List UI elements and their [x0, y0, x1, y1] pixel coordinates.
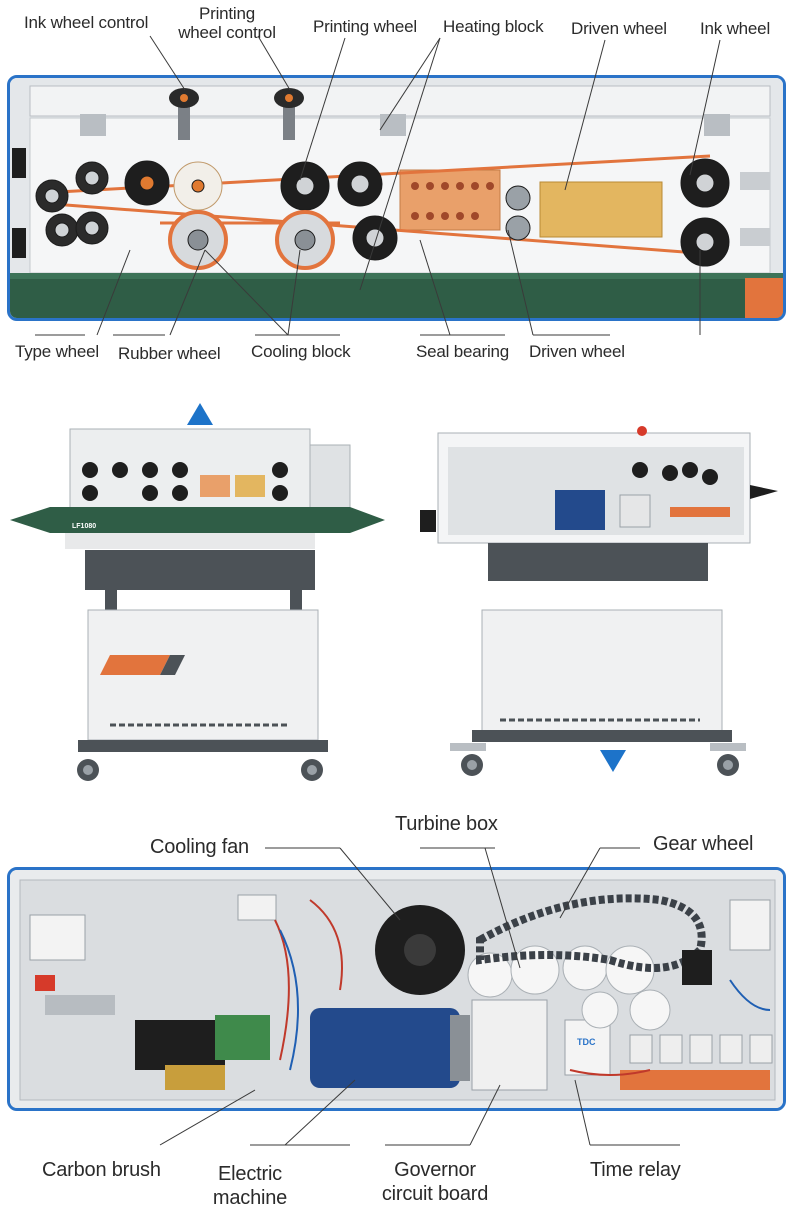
label-cooling-block: Cooling block [251, 342, 351, 361]
label-ink-wheel-control: Ink wheel control [24, 13, 149, 32]
label-rubber-wheel: Rubber wheel [118, 344, 221, 363]
relay-label: TDC [577, 1037, 596, 1047]
label-cooling-fan: Cooling fan [150, 836, 249, 858]
triangle-up-icon [187, 403, 213, 425]
label-electric-machine-line1: Electric [218, 1163, 282, 1185]
label-printing-wheel-control-line1: Printing [198, 4, 256, 23]
label-gear-wheel: Gear wheel [653, 833, 754, 855]
label-electric-machine-line2: machine [212, 1187, 288, 1209]
top-detail-panel [7, 75, 786, 321]
label-time-relay: Time relay [590, 1159, 681, 1181]
label-driven-wheel-top: Driven wheel [571, 19, 667, 38]
label-carbon-brush: Carbon brush [42, 1159, 161, 1181]
bottom-detail-panel: TDC [7, 867, 786, 1111]
model-plate: LF1080 [72, 523, 96, 530]
label-driven-wheel-bottom: Driven wheel [529, 342, 625, 361]
label-printing-wheel: Printing wheel [313, 17, 417, 36]
bottom-panel-illustration: TDC [10, 870, 783, 1108]
label-type-wheel: Type wheel [15, 342, 99, 361]
label-governor-line2: circuit board [381, 1183, 489, 1205]
label-ink-wheel: Ink wheel [700, 19, 771, 38]
top-panel-illustration [10, 78, 783, 318]
label-turbine-box: Turbine box [395, 813, 498, 835]
label-printing-wheel-control-line2: wheel control [178, 23, 276, 42]
triangle-down-icon [600, 750, 626, 772]
machine-back-view [420, 426, 778, 776]
machine-front-view: LF1080 [10, 428, 385, 781]
label-heating-block: Heating block [443, 17, 544, 36]
label-governor-line1: Governor [394, 1159, 476, 1181]
label-seal-bearing: Seal bearing [416, 342, 510, 361]
label-electric-machine: Electric machine [200, 1162, 300, 1210]
label-printing-wheel-control: Printing wheel control [172, 4, 282, 42]
label-governor-circuit-board: Governor circuit board [375, 1158, 495, 1206]
